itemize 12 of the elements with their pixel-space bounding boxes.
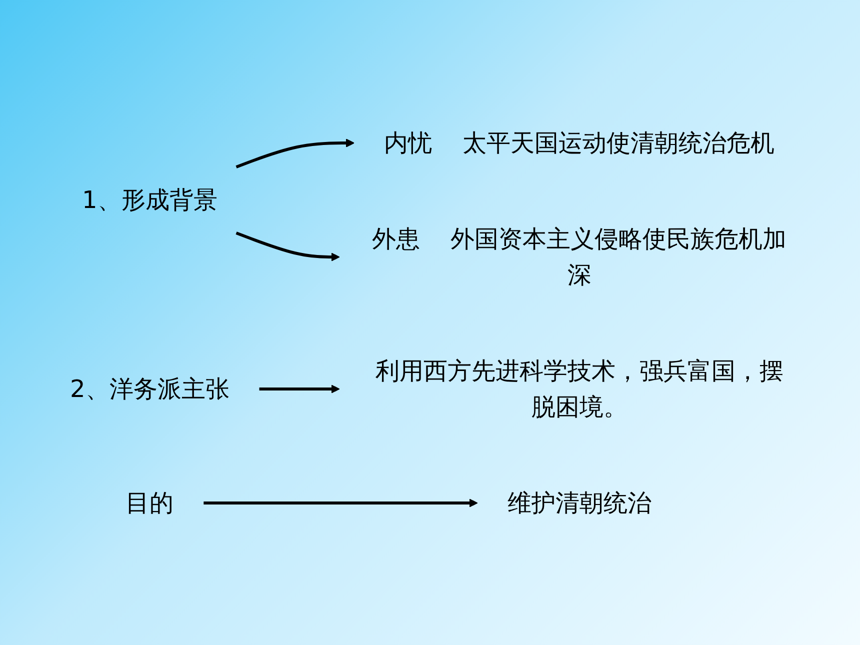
node-label: 深 [568, 260, 592, 288]
arrow [236, 231, 340, 261]
arrow [236, 138, 355, 168]
node-text: 利用西方先进科学技术，强兵富国，摆脱困境。 [376, 356, 784, 420]
node-text: 目的 [126, 488, 174, 516]
arrow [204, 498, 478, 507]
arrow [260, 384, 340, 393]
node-text: 1、形成背景 [82, 186, 218, 214]
node-text: 2、洋务派主张 [70, 374, 230, 402]
node-text: 内忧 太平天国运动使清朝统治危机 [384, 128, 775, 156]
node-text: 外患 外国资本主义侵略使民族危机加 [372, 224, 787, 252]
node-text: 维护清朝统治 [508, 488, 652, 516]
